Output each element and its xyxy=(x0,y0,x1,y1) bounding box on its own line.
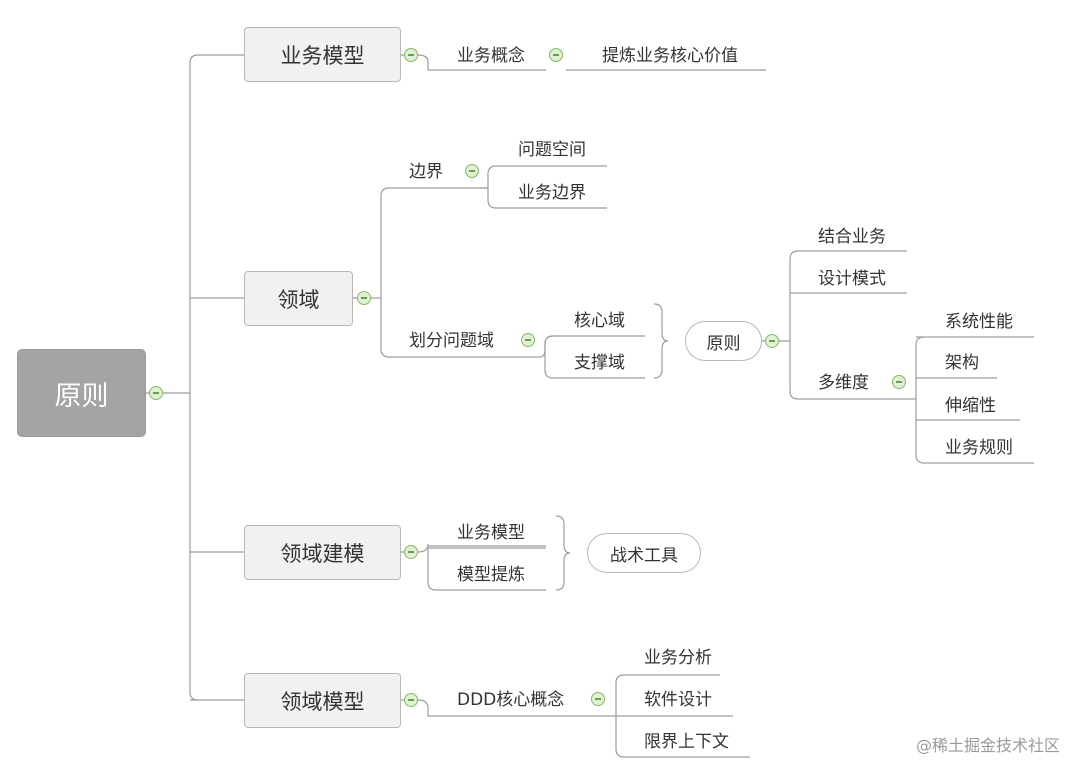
summary-label: 原则 xyxy=(706,333,741,354)
node-divide-problem-domain[interactable]: 划分问题域 xyxy=(409,331,494,351)
collapse-toggle-icon[interactable] xyxy=(765,334,779,348)
node-boundary[interactable]: 边界 xyxy=(409,162,443,182)
node-software-design[interactable]: 软件设计 xyxy=(644,690,712,710)
collapse-toggle-icon[interactable] xyxy=(521,333,535,347)
root-node[interactable]: 原则 xyxy=(18,350,145,436)
node-scalability[interactable]: 伸缩性 xyxy=(945,396,996,416)
summary-label: 战术工具 xyxy=(610,545,678,566)
collapse-toggle-icon[interactable] xyxy=(357,291,371,305)
summary-tactical-tools[interactable]: 战术工具 xyxy=(587,533,701,573)
branch-domain-modeling[interactable]: 领域建模 xyxy=(244,525,401,580)
summary-principle[interactable]: 原则 xyxy=(685,321,762,361)
branch-business-model[interactable]: 业务模型 xyxy=(244,27,401,82)
node-support-domain[interactable]: 支撑域 xyxy=(574,353,625,373)
node-multi-dimension[interactable]: 多维度 xyxy=(818,373,869,393)
branch-domain-model[interactable]: 领域模型 xyxy=(244,673,401,728)
node-ddd-core-concept[interactable]: DDD核心概念 xyxy=(457,690,565,710)
branch-label: 领域模型 xyxy=(280,689,365,714)
root-label: 原则 xyxy=(54,380,109,412)
collapse-toggle-icon[interactable] xyxy=(149,386,163,400)
node-bounded-context[interactable]: 限界上下文 xyxy=(644,732,729,752)
collapse-toggle-icon[interactable] xyxy=(549,48,563,62)
node-architecture[interactable]: 架构 xyxy=(945,353,979,373)
node-model-refinement[interactable]: 模型提炼 xyxy=(457,565,525,585)
node-combine-business[interactable]: 结合业务 xyxy=(818,227,886,247)
collapse-toggle-icon[interactable] xyxy=(892,375,906,389)
node-business-boundary[interactable]: 业务边界 xyxy=(518,183,586,203)
collapse-toggle-icon[interactable] xyxy=(404,545,418,559)
node-design-patterns[interactable]: 设计模式 xyxy=(818,269,886,289)
node-business-concept[interactable]: 业务概念 xyxy=(457,46,525,66)
node-core-domain[interactable]: 核心域 xyxy=(574,311,625,331)
node-business-analysis[interactable]: 业务分析 xyxy=(644,648,712,668)
branch-domain[interactable]: 领域 xyxy=(244,271,353,326)
node-problem-space[interactable]: 问题空间 xyxy=(518,140,586,160)
collapse-toggle-icon[interactable] xyxy=(591,692,605,706)
collapse-toggle-icon[interactable] xyxy=(465,164,479,178)
node-business-rules[interactable]: 业务规则 xyxy=(945,438,1013,458)
branch-label: 业务模型 xyxy=(280,43,365,68)
node-business-model[interactable]: 业务模型 xyxy=(457,523,525,543)
collapse-toggle-icon[interactable] xyxy=(404,693,418,707)
node-core-value[interactable]: 提炼业务核心价值 xyxy=(602,46,738,66)
collapse-toggle-icon[interactable] xyxy=(404,48,418,62)
watermark: @稀土掘金技术社区 xyxy=(915,736,1060,755)
branch-label: 领域建模 xyxy=(280,541,365,566)
node-system-performance[interactable]: 系统性能 xyxy=(945,312,1013,332)
branch-label: 领域 xyxy=(277,287,320,312)
